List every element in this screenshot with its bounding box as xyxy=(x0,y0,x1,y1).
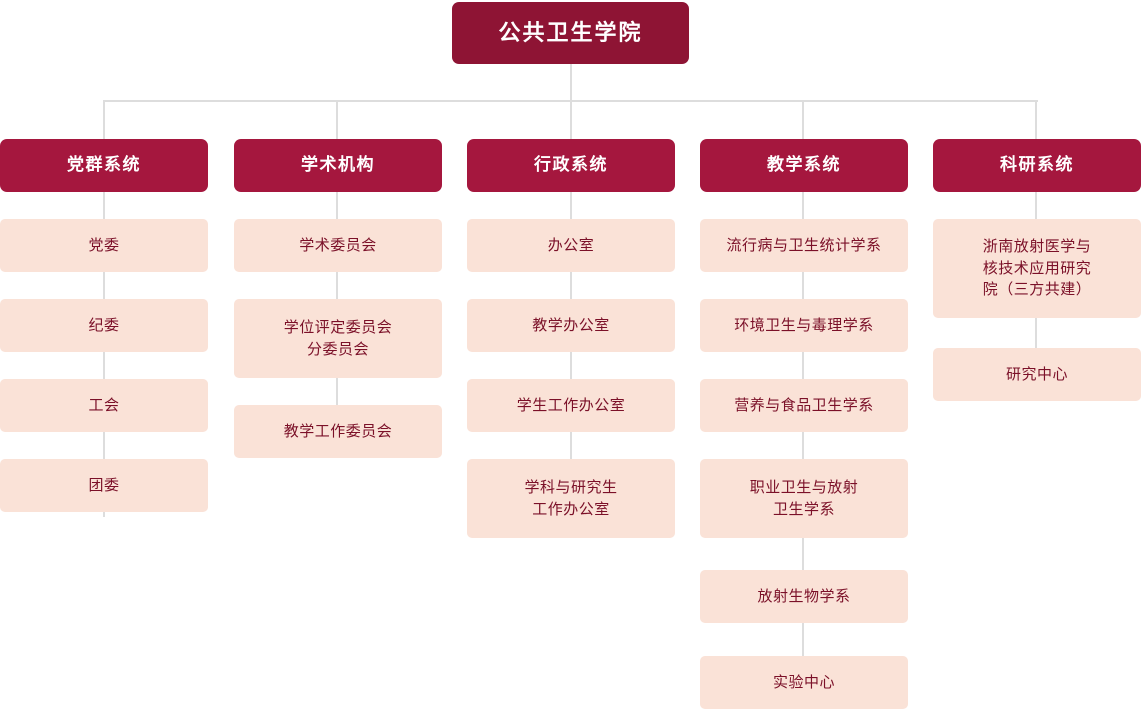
node-label: 放射生物学系 xyxy=(757,587,851,605)
node-label: 环境卫生与毒理学系 xyxy=(734,316,874,334)
node-academic-committee[interactable]: 学术委员会 xyxy=(234,219,442,272)
node-label: 实验中心 xyxy=(772,673,835,691)
node-labor-union[interactable]: 工会 xyxy=(0,379,208,432)
column-header-party-mass-system[interactable]: 党群系统 xyxy=(0,139,208,192)
connector-root-stem xyxy=(570,64,572,102)
root-node-public-health-school[interactable]: 公共卫生学院 xyxy=(452,2,689,64)
node-zhennan-radiation-medicine-institute[interactable]: 浙南放射医学与 核技术应用研究 院（三方共建） xyxy=(933,219,1141,318)
root-node-label: 公共卫生学院 xyxy=(498,20,643,46)
column-header-teaching-system[interactable]: 教学系统 xyxy=(700,139,908,192)
column-header-label: 科研系统 xyxy=(1000,155,1074,175)
connector-drop-col-2 xyxy=(336,100,338,140)
node-label: 教学办公室 xyxy=(532,316,610,334)
connector-drop-col-1 xyxy=(103,100,105,140)
node-discipline-graduate-office[interactable]: 学科与研究生 工作办公室 xyxy=(467,459,675,538)
connector-spine-col-3 xyxy=(570,192,572,537)
node-label: 浙南放射医学与 核技术应用研究 院（三方共建） xyxy=(982,237,1092,299)
node-label: 研究中心 xyxy=(1005,365,1068,383)
node-label: 团委 xyxy=(88,476,120,494)
node-teaching-work-committee[interactable]: 教学工作委员会 xyxy=(234,405,442,458)
node-label: 学科与研究生 工作办公室 xyxy=(524,478,618,518)
column-header-label: 行政系统 xyxy=(534,155,608,175)
node-nutrition-food-hygiene[interactable]: 营养与食品卫生学系 xyxy=(700,379,908,432)
node-label: 工会 xyxy=(88,396,120,414)
node-label: 流行病与卫生统计学系 xyxy=(726,236,882,254)
node-degree-evaluation-subcommittee[interactable]: 学位评定委员会 分委员会 xyxy=(234,299,442,378)
column-header-academic-institutions[interactable]: 学术机构 xyxy=(234,139,442,192)
node-label: 职业卫生与放射 卫生学系 xyxy=(749,478,859,518)
node-discipline-committee[interactable]: 纪委 xyxy=(0,299,208,352)
node-label: 学位评定委员会 分委员会 xyxy=(283,318,393,358)
connector-drop-col-4 xyxy=(802,100,804,140)
node-label: 党委 xyxy=(88,236,120,254)
node-environmental-health-toxicology[interactable]: 环境卫生与毒理学系 xyxy=(700,299,908,352)
node-label: 教学工作委员会 xyxy=(283,422,393,440)
node-epidemiology-biostatistics[interactable]: 流行病与卫生统计学系 xyxy=(700,219,908,272)
connector-drop-col-5 xyxy=(1035,100,1037,140)
node-label: 学生工作办公室 xyxy=(516,396,626,414)
node-label: 学术委员会 xyxy=(299,236,377,254)
column-header-label: 学术机构 xyxy=(301,155,375,175)
node-teaching-office[interactable]: 教学办公室 xyxy=(467,299,675,352)
node-label: 办公室 xyxy=(547,236,595,254)
node-radiation-biology[interactable]: 放射生物学系 xyxy=(700,570,908,623)
column-header-administrative-system[interactable]: 行政系统 xyxy=(467,139,675,192)
node-student-affairs-office[interactable]: 学生工作办公室 xyxy=(467,379,675,432)
node-party-committee[interactable]: 党委 xyxy=(0,219,208,272)
node-label: 纪委 xyxy=(88,316,120,334)
column-header-research-system[interactable]: 科研系统 xyxy=(933,139,1141,192)
node-label: 营养与食品卫生学系 xyxy=(734,396,874,414)
node-research-center[interactable]: 研究中心 xyxy=(933,348,1141,401)
column-header-label: 教学系统 xyxy=(767,155,841,175)
node-youth-league[interactable]: 团委 xyxy=(0,459,208,512)
node-occupational-radiation-health[interactable]: 职业卫生与放射 卫生学系 xyxy=(700,459,908,538)
node-experiment-center[interactable]: 实验中心 xyxy=(700,656,908,709)
connector-drop-col-3 xyxy=(570,100,572,140)
node-general-office[interactable]: 办公室 xyxy=(467,219,675,272)
column-header-label: 党群系统 xyxy=(67,155,141,175)
connector-spine-col-1 xyxy=(103,192,105,517)
